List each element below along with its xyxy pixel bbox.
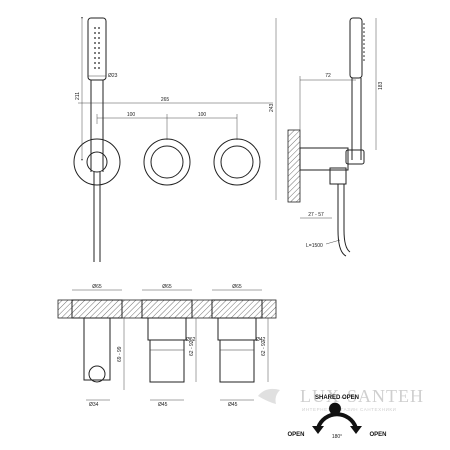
side-hose-a — [337, 184, 347, 257]
rotation-arc — [316, 412, 358, 429]
dim-depth-3: 62 - 92 — [261, 340, 267, 356]
front-view: Ø23 211 265 100 100 — [73, 17, 273, 262]
dim-wall-range: 27 - 57 — [308, 212, 324, 218]
hose-length: L=1500 — [306, 243, 323, 249]
watermark-tagline: ИНТЕРНЕТ МАГАЗИН САНТЕХНИКИ — [302, 407, 396, 412]
wall-band — [57, 299, 277, 319]
side-view: 72 243 183 27 - 57 L=1500 — [269, 17, 384, 257]
dim-spacing-right: 100 — [198, 112, 207, 118]
side-hose-b — [343, 184, 351, 253]
section-body-1 — [83, 317, 111, 381]
knob-center — [150, 145, 184, 179]
dim-depth-1: 69 - 99 — [117, 346, 123, 362]
wall-section — [287, 129, 301, 203]
label-shared-open: SHARED OPEN — [315, 395, 359, 401]
watermark-brand: LUX-SANTEH — [300, 386, 424, 406]
label-angle: 180° — [332, 434, 342, 440]
dim-depth: 72 — [325, 73, 331, 79]
dim-height-front: 211 — [75, 92, 81, 100]
rosette-outer-right — [213, 138, 261, 186]
watermark-logo-icon — [258, 388, 280, 404]
dim-bottom-3: Ø45 — [228, 402, 238, 408]
dim-plate-1: Ø65 — [92, 284, 102, 290]
handshower-holder — [345, 149, 365, 165]
rotation-knob-icon — [329, 402, 342, 416]
dim-width-total: 265 — [161, 97, 170, 103]
handshower-head — [87, 17, 107, 81]
dim-height-side: 243 — [269, 103, 275, 112]
rosette-outer-left — [73, 138, 121, 186]
section-body-2-upper — [147, 317, 187, 341]
dim-plate-3: Ø65 — [232, 284, 242, 290]
rosette-outer-center — [143, 138, 191, 186]
nozzle-dots — [94, 27, 100, 69]
watermark: LUX-SANTEH ИНТЕРНЕТ МАГАЗИН САНТЕХНИКИ — [258, 386, 424, 412]
dim-bottom-2: Ø45 — [158, 402, 168, 408]
dim-bottom-1: Ø34 — [89, 402, 99, 408]
label-open-right: OPEN — [369, 432, 386, 438]
dim-body-1: Ø62 — [186, 337, 196, 343]
section-view: Ø65 Ø65 Ø65 Ø62 Ø42 69 - 99 62 - 92 62 -… — [57, 284, 277, 408]
dim-spacing-left: 100 — [127, 112, 136, 118]
dim-depth-2: 62 - 92 — [189, 340, 195, 356]
knob-right — [220, 145, 254, 179]
label-open-left: OPEN — [287, 432, 304, 438]
section-body-3-upper — [217, 317, 257, 341]
arrow-left-icon — [312, 426, 324, 434]
dim-body-2: Ø42 — [256, 337, 266, 343]
section-body-3-lower — [219, 339, 255, 383]
dim-plate-2: Ø65 — [162, 284, 172, 290]
side-nozzle-dots — [363, 23, 365, 61]
dim-height-handshower: 183 — [378, 81, 384, 90]
section-body-2-lower — [149, 339, 185, 383]
rotation-legend: SHARED OPEN 180° OPEN OPEN — [287, 395, 386, 440]
arrow-right-icon — [350, 426, 362, 434]
hose-leader — [325, 239, 341, 245]
outlet-connector — [88, 365, 106, 383]
side-handshower-head — [349, 17, 363, 79]
outlet-inner-left — [86, 151, 108, 173]
valve-body — [299, 147, 349, 171]
dim-diameter-handshower: Ø23 — [108, 73, 118, 79]
